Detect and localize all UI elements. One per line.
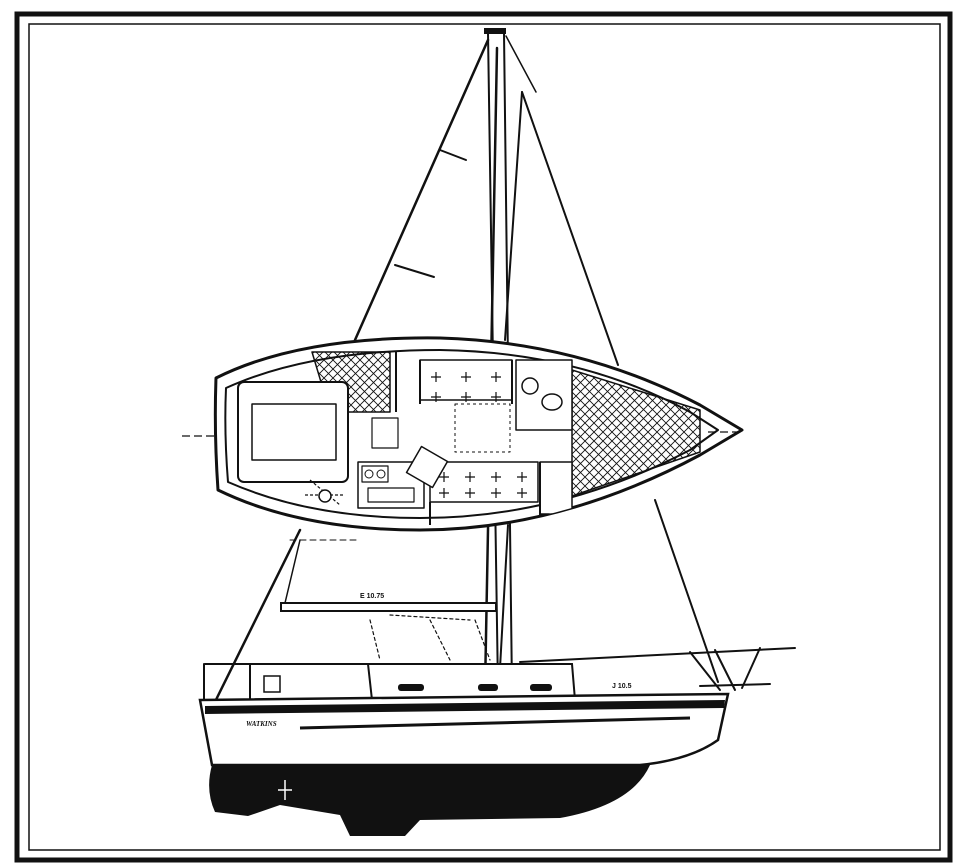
- vang-tackle: [369, 614, 491, 661]
- wheel-hub: [318, 489, 332, 503]
- toilet: [541, 393, 563, 411]
- hull-name-label: WATKINS: [246, 720, 277, 728]
- port-light-1: [398, 684, 424, 691]
- rudder-shaft: [278, 780, 292, 800]
- boot-stripe: [299, 716, 691, 730]
- foretriangle-dimension-label: J 10.5: [612, 683, 632, 690]
- spreaders: [394, 149, 467, 278]
- boom: [280, 539, 497, 612]
- companionway-steps: [371, 417, 399, 449]
- berth-crosses: [431, 372, 527, 498]
- galley-sink: [367, 487, 415, 503]
- bottom-paint: [209, 765, 650, 836]
- forestay: [505, 35, 537, 93]
- hull-profile: [198, 663, 730, 836]
- accommodation-plan: [182, 336, 744, 532]
- boom-dimension-label: E 10.75: [360, 593, 384, 600]
- port-light-3: [530, 684, 552, 691]
- stove-burner-right: [376, 469, 386, 479]
- head-compartment: [515, 359, 573, 431]
- hanging-locker: [539, 461, 573, 515]
- cabin-trunk: [366, 663, 577, 701]
- sink: [521, 377, 539, 395]
- deck-edge: [224, 349, 719, 519]
- sheer-stripe: [205, 700, 725, 714]
- centerline: [182, 431, 744, 437]
- stove-burner-left: [364, 469, 374, 479]
- sail-plan: [203, 28, 796, 722]
- cockpit-seat-port: [251, 403, 337, 461]
- table-outline: [454, 403, 511, 453]
- lifelines: [203, 647, 796, 701]
- main-bulkhead: [395, 352, 541, 525]
- settee-port: [429, 461, 539, 503]
- v-berth-cushion: [571, 369, 701, 497]
- port-light-2: [478, 684, 498, 691]
- nav-table: [405, 445, 449, 489]
- hatch: [263, 675, 281, 693]
- picture-frame: [14, 11, 953, 863]
